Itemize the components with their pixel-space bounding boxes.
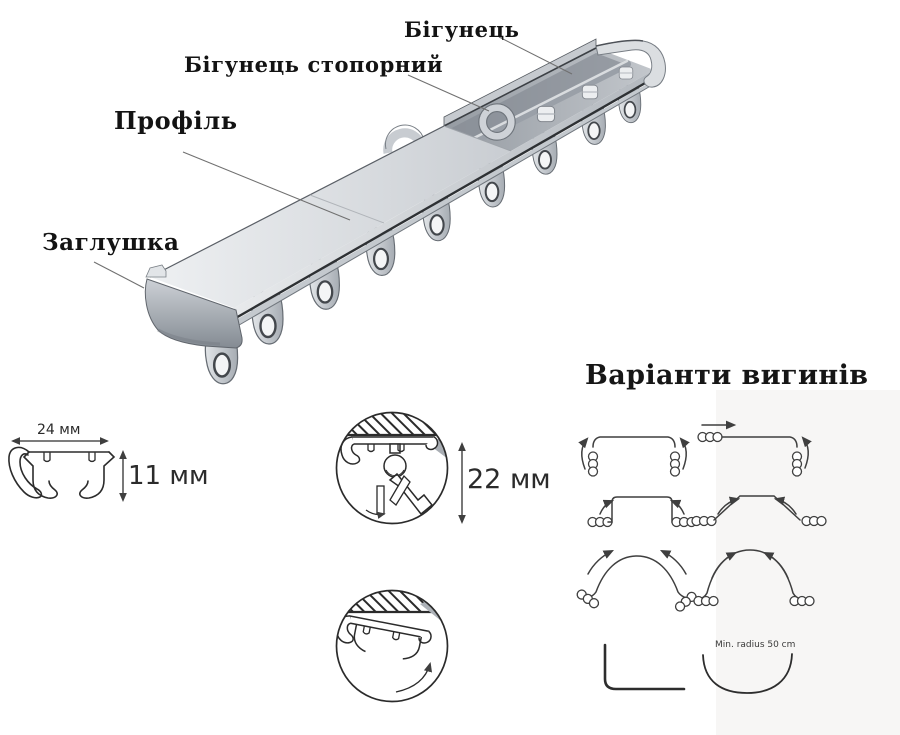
coil-icon [693,595,719,607]
min-radius-note: Min. radius 50 cm [715,640,796,650]
curved-arrow-icon [669,499,685,515]
curved-arrow-icon [659,549,687,575]
bend-variants-title: Варіанти вигинів [585,360,869,391]
bend-variant-8 [702,653,793,694]
coil-icon [691,515,717,527]
curved-arrow-icon [679,437,690,470]
dimension-mounted-height: 22 мм [467,464,551,495]
curved-arrow-icon [599,499,615,515]
dimension-height: 11 мм [128,461,209,491]
install-detail-circle [335,589,449,703]
profile-groove [233,76,655,321]
coil-icon [697,431,723,443]
stopper-runner-ring [478,103,516,141]
cross-section-diagram [8,437,127,502]
label-profile: Профіль [114,106,238,135]
leader-end-cap [93,261,145,289]
leader-stopper-runner [407,74,490,112]
bend-variant-4 [691,495,827,527]
coil-icon [587,451,599,477]
curved-arrow-icon [578,437,589,470]
label-end-cap: Заглушка [42,229,180,256]
coil-icon [791,451,803,477]
leader-lines [93,36,573,289]
curved-arrow-icon [773,496,797,515]
coil-icon [669,451,681,477]
coil-icon [801,515,827,527]
cover-seam [309,194,385,224]
rail-illustration [144,38,666,386]
bend-variants [574,420,827,694]
runner-clip [618,66,634,80]
end-cap [144,264,243,386]
rotate-arrow [395,661,433,693]
leader-runner [498,36,573,75]
bend-variant-3 [587,496,697,528]
bend-variant-7 [603,643,686,691]
dimension-width: 24 мм [37,422,81,438]
curved-arrow-icon [587,549,615,575]
leader-profile [182,151,351,221]
section-left-hook [8,446,43,499]
background-tint [716,390,900,735]
profile-cover [149,125,512,308]
rail-end-bracket [595,39,666,88]
label-stopper-runner: Бігунець стопорний [184,52,444,77]
profile-front-face [233,70,655,329]
runner-clip [536,105,556,123]
curved-arrow-icon [717,496,741,515]
ceiling-hatch [337,413,447,434]
coil-icon [789,595,815,607]
bend-variant-2 [697,420,812,477]
open-channel [383,38,654,154]
channel-rod [470,60,631,145]
ceiling-hatch [337,591,447,611]
runner-clip [581,84,599,100]
curved-arrow-icon [762,551,789,579]
bend-variant-1 [578,436,690,477]
curved-arrow-icon [711,551,738,579]
label-runner: Бігунець [404,17,520,42]
bend-variant-6 [693,549,815,607]
curved-arrow-icon [801,436,812,469]
bend-variant-5 [574,549,699,614]
mount-detail-circle [335,411,466,525]
